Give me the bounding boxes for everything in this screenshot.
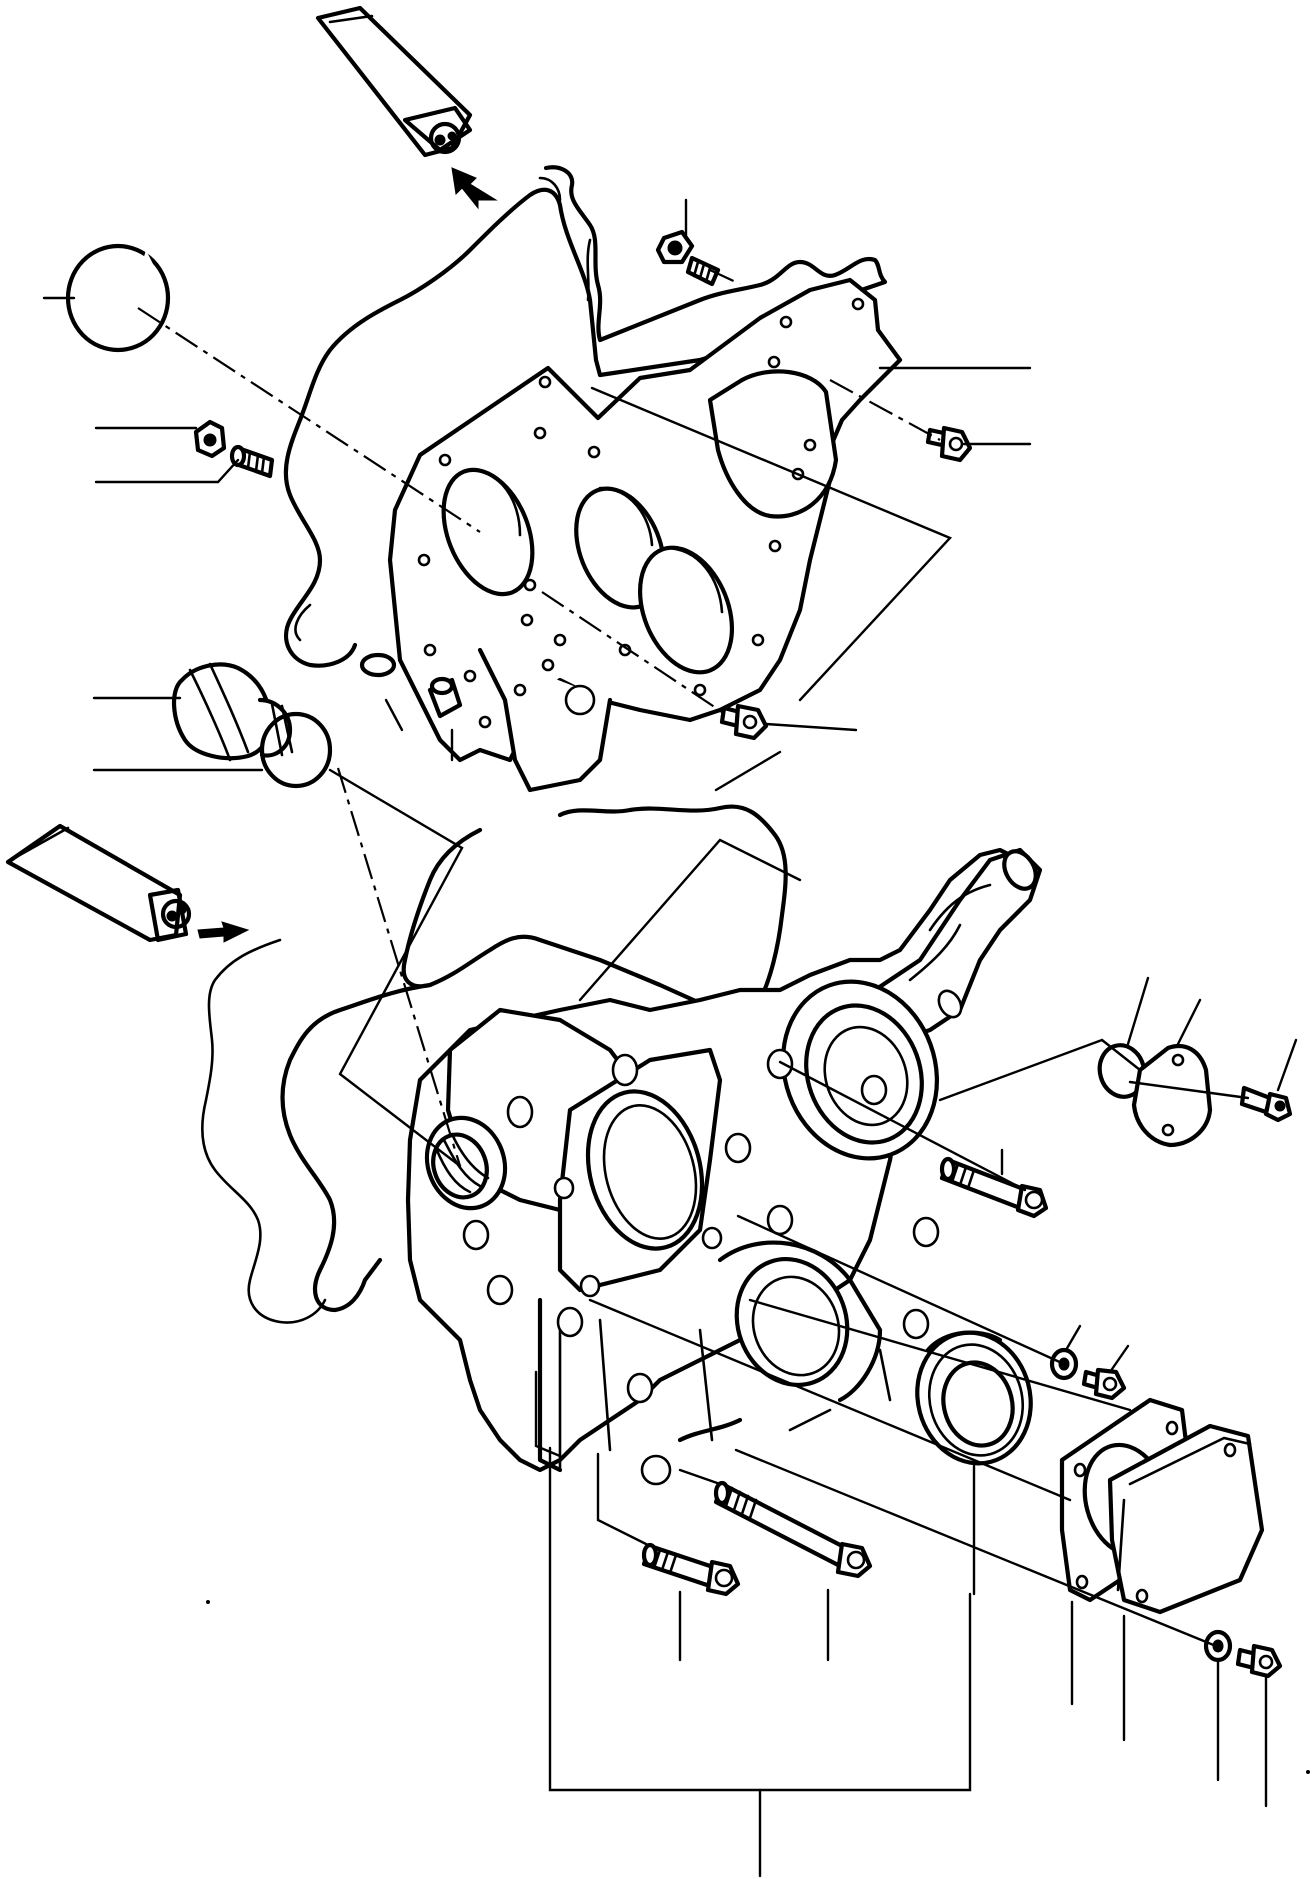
assembly-lines — [328, 386, 1250, 1648]
washer-bottom-right — [1203, 1629, 1233, 1663]
bolt-cover-small — [1239, 1085, 1293, 1123]
bolt-bottom-right — [1235, 1643, 1283, 1679]
sealant-tube-lower — [5, 823, 192, 943]
bolt-long-bottom — [713, 1480, 873, 1579]
stud-bolt-left — [229, 444, 275, 479]
oil-filler-cap — [171, 662, 294, 762]
o-ring-top — [65, 243, 171, 353]
nut-left — [193, 419, 227, 459]
front-plate — [387, 277, 903, 793]
upper-gasket — [283, 165, 888, 668]
bolt-right-upper — [925, 425, 973, 463]
sealant-tube-top — [315, 5, 473, 158]
bolt-medium-bottom — [641, 1542, 741, 1597]
bolt-plate-center — [719, 703, 769, 741]
speck-mark — [1306, 1770, 1310, 1774]
upper-gasket-outer-edge — [294, 176, 592, 642]
sealant-arrow-top-icon — [451, 167, 498, 210]
end-cover — [1107, 1423, 1265, 1615]
callout-leaders — [42, 198, 1298, 1878]
front-oil-seal — [915, 1330, 1033, 1466]
center-lines — [137, 269, 941, 1167]
bolt-long-mid — [939, 1156, 1049, 1219]
timing-gear-case — [405, 847, 1043, 1486]
lower-gasket-inner — [201, 938, 327, 1324]
bolt-top-right — [655, 229, 721, 287]
cover-plate-small — [1131, 1043, 1213, 1148]
dowel-pin — [359, 652, 463, 719]
o-ring-filler — [259, 711, 333, 789]
speck-mark — [206, 1600, 210, 1604]
bolt-short-right — [1081, 1367, 1127, 1401]
sealant-arrow-lower-icon — [197, 921, 250, 943]
